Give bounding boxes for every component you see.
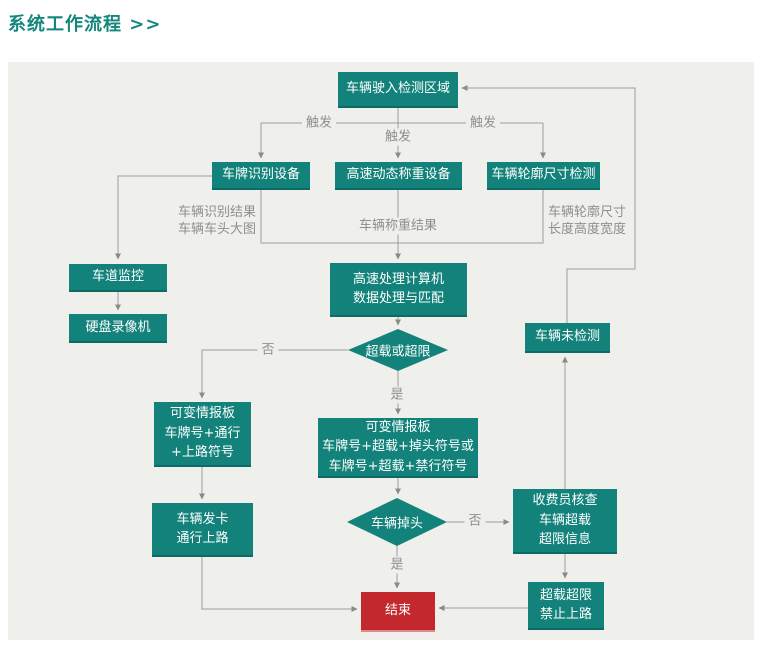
node-processing-computer: 高速处理计算机 数据处理与匹配	[330, 263, 467, 317]
edge-label-uturn-no: 否	[464, 512, 486, 530]
connector-layer	[115, 85, 636, 612]
node-not-detected: 车辆未检测	[525, 323, 610, 353]
edge-label-overload-no: 否	[257, 341, 279, 359]
node-end: 结束	[361, 592, 435, 632]
edge-label-trigger-right: 触发	[465, 114, 501, 132]
node-enter-detection: 车辆驶入检测区域	[338, 72, 458, 108]
node-dvr: 硬盘录像机	[69, 314, 167, 343]
page-title: 系统工作流程 >>	[8, 14, 162, 35]
uturn-decision-shape	[347, 498, 447, 546]
edge-label-trigger-left: 触发	[301, 114, 337, 132]
node-lane-monitor: 车道监控	[69, 264, 167, 292]
node-vmb-pass: 可变情报板 车牌号+通行 +上路符号	[154, 402, 251, 467]
edge-overload-no	[199, 349, 348, 399]
flowchart-panel: 车辆驶入检测区域 车牌识别设备 高速动态称重设备 车辆轮廓尺寸检测 车道监控 硬…	[8, 62, 754, 640]
edge-label-plate-result: 车辆识别结果 车辆车头大图	[177, 205, 256, 237]
edge-results-merge	[260, 190, 544, 244]
edge-label-weigh-result: 车辆称重结果	[354, 217, 442, 235]
uturn-decision-label: 车辆掉头	[370, 516, 424, 532]
node-ban-road: 超载超限 禁止上路	[528, 582, 604, 630]
edge-label-overload-yes: 是	[386, 386, 408, 404]
node-vmb-overload: 可变情报板 车牌号+超载+掉头符号或 车牌号+超载+禁行符号	[318, 418, 478, 478]
overload-decision-shape	[348, 329, 448, 371]
overload-decision-label: 超载或超限	[365, 344, 431, 360]
node-toll-check: 收费员核查 车辆超载 超限信息	[513, 489, 617, 554]
node-plate-recognition: 车牌识别设备	[212, 162, 310, 190]
edge-card-to-end	[201, 557, 358, 612]
node-contour-detection: 车辆轮廓尺寸检测	[487, 162, 600, 190]
node-issue-card: 车辆发卡 通行上路	[152, 503, 253, 557]
edge-plate-to-lane-monitor	[115, 175, 212, 260]
edge-label-trigger-center: 触发	[380, 128, 416, 146]
node-dynamic-weighing: 高速动态称重设备	[335, 162, 462, 190]
edge-label-contour-result: 车辆轮廓尺寸 长度高度宽度	[548, 205, 627, 237]
edge-not-detected-to-enter	[461, 85, 636, 323]
edge-label-uturn-yes: 是	[386, 556, 408, 574]
